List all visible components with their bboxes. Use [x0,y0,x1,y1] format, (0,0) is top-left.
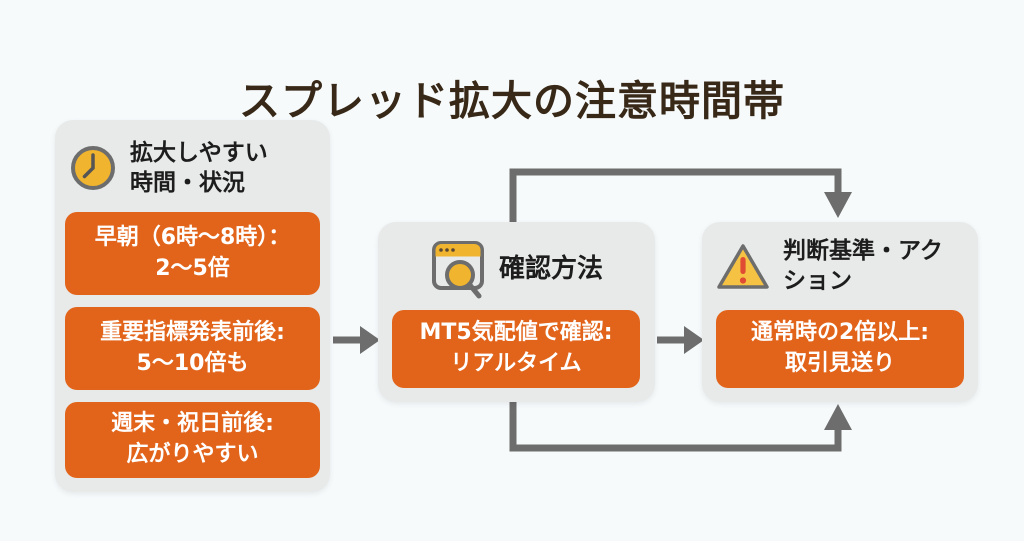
arrowhead-up-icon [824,404,852,430]
arrowhead-right-icon [360,326,380,354]
list-item-skip-trading: 通常時の2倍以上: 取引見送り [716,310,964,388]
panel-decision-title: 判断基準・アク ション [783,238,943,295]
clock-icon [69,144,117,192]
page-title: スプレッド拡大の注意時間帯 [239,77,785,126]
arrowhead-right-icon [684,326,704,354]
panel-check-method: 確認方法 MT5気配値で確認: リアルタイム [378,222,655,402]
arrowhead-down-icon [824,192,852,218]
panel-decision-action: 判断基準・アク ション 通常時の2倍以上: 取引見送り [702,222,978,402]
arrow-top-loop [509,168,842,224]
browser-magnifier-icon [430,238,486,300]
panel-check-title: 確認方法 [498,253,603,284]
list-item-indicator-release: 重要指標発表前後: 5〜10倍も [65,307,320,390]
panel-expansion-title: 拡大しやすい 時間・状況 [130,140,268,197]
panel-decision-header: 判断基準・アク ション [702,222,978,297]
panel-expansion-header: 拡大しやすい 時間・状況 [55,120,330,199]
list-item-early-morning: 早朝（6時〜8時）： 2〜5倍 [65,212,320,295]
panel-expansion-times: 拡大しやすい 時間・状況 早朝（6時〜8時）： 2〜5倍 重要指標発表前後: 5… [55,120,330,492]
list-item-weekend-holiday: 週末・祝日前後: 広がりやすい [65,402,320,478]
warning-triangle-icon [716,242,770,292]
arrow-bottom-loop [509,400,842,452]
list-item-mt5-quotes: MT5気配値で確認: リアルタイム [392,310,640,388]
panel-check-header: 確認方法 [378,222,655,300]
